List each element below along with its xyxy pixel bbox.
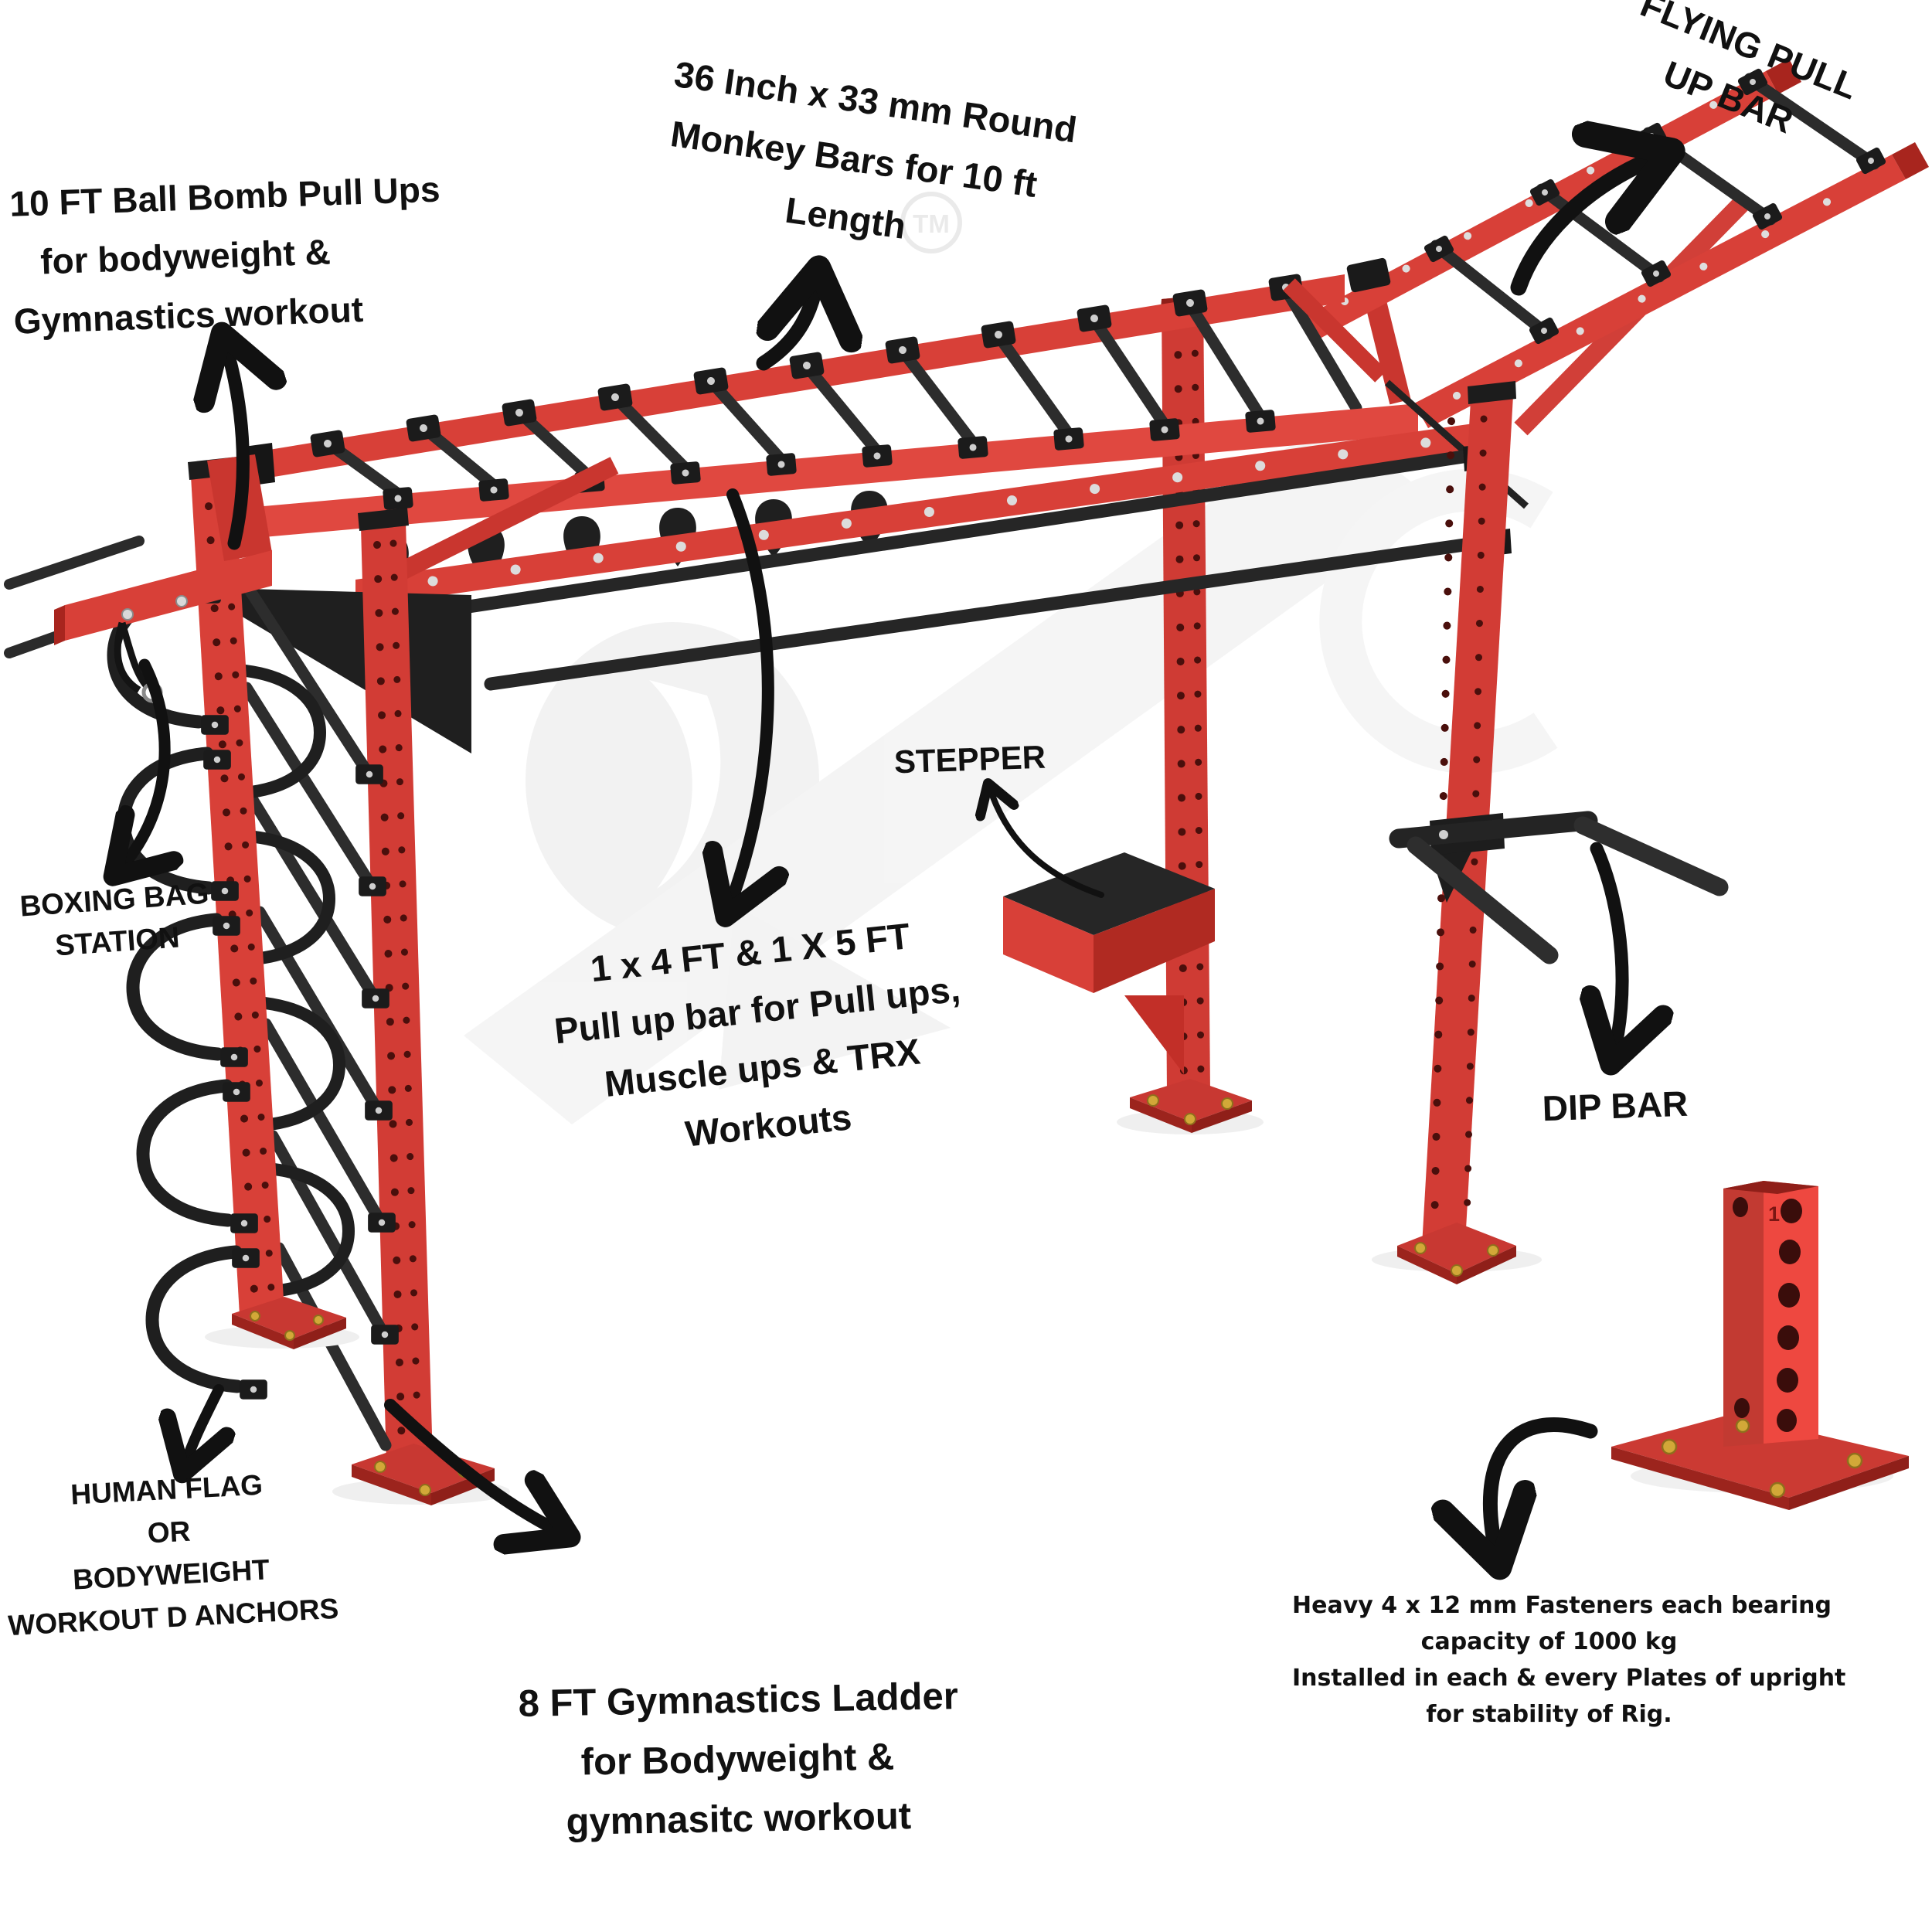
label-line: STEPPER bbox=[893, 738, 1046, 781]
label-line: gymnasitc workout bbox=[566, 1795, 912, 1843]
arrow-fasteners bbox=[1490, 1417, 1598, 1560]
label-line: DIP BAR bbox=[1541, 1083, 1689, 1129]
label-boxing-bag-station: BOXING BAG STATION bbox=[0, 872, 234, 971]
inset-holes bbox=[1733, 1197, 1802, 1432]
dip-bar bbox=[1389, 811, 1729, 964]
base-plate-b bbox=[332, 1444, 510, 1505]
base-plate-a bbox=[205, 1297, 359, 1349]
label-line: capacity of 1000 kg bbox=[1420, 1628, 1678, 1655]
arrow-gym-ladder bbox=[384, 1399, 564, 1534]
label-ball-bomb-pull-ups: 10 FT Ball Bomb Pull Ups for bodyweight … bbox=[9, 162, 441, 351]
label-dip-bar: DIP BAR bbox=[1495, 1075, 1736, 1138]
stepper-platform bbox=[1003, 852, 1215, 1074]
watermark-tm-text: TM bbox=[913, 209, 950, 238]
right-section bbox=[1372, 381, 1729, 1284]
hanging-strap bbox=[114, 621, 141, 693]
arrow-flying-bar bbox=[1510, 155, 1663, 296]
arrow-ball-bomb bbox=[224, 340, 243, 550]
d-anchors-right bbox=[238, 665, 355, 1298]
base-plate-d bbox=[1372, 1223, 1542, 1284]
inset-gold-fasteners bbox=[1661, 1418, 1863, 1498]
dip-handle-right bbox=[1573, 816, 1729, 896]
monkey-bar-ladder bbox=[220, 273, 1490, 607]
front-chord bbox=[355, 421, 1490, 607]
arrow-boxing-bag bbox=[117, 658, 165, 872]
arrow-pull-up-bar bbox=[728, 488, 768, 910]
label-stepper: STEPPER bbox=[853, 730, 1087, 789]
label-human-flag: HUMAN FLAG OR BODYWEIGHT WORKOUT D ANCHO… bbox=[0, 1460, 344, 1648]
stepper-post-base-plate bbox=[1117, 1079, 1264, 1134]
right-diagonal-brace bbox=[1283, 278, 1387, 383]
arrow-monkey-bars bbox=[764, 276, 818, 371]
inset-column-marking: 1 bbox=[1768, 1202, 1780, 1226]
label-line: Installed in each & every Plates of upri… bbox=[1292, 1665, 1846, 1692]
label-line: Heavy 4 x 12 mm Fasteners each bearing bbox=[1292, 1592, 1832, 1619]
label-line: Gymnastics workout bbox=[12, 289, 364, 342]
label-gymnastics-ladder: 8 FT Gymnastics Ladder for Bodyweight & … bbox=[518, 1667, 959, 1853]
left-section bbox=[4, 454, 510, 1505]
annotation-arrows bbox=[117, 155, 1663, 1560]
arrow-human-flag bbox=[184, 1384, 219, 1468]
label-fasteners-note: Heavy 4 x 12 mm Fasteners each bearing c… bbox=[1292, 1587, 1846, 1733]
stepper-gusset bbox=[1124, 995, 1184, 1074]
boxing-bag-arm bbox=[4, 454, 272, 703]
arrow-dip-bar bbox=[1597, 842, 1622, 1057]
left-diagonal-brace bbox=[396, 457, 619, 580]
label-line: for stability of Rig. bbox=[1426, 1701, 1672, 1728]
label-line: for Bodyweight & bbox=[580, 1736, 895, 1784]
arrow-stepper bbox=[989, 787, 1104, 898]
fastener-detail-inset: 1 bbox=[1611, 1181, 1909, 1510]
upright-b bbox=[358, 508, 433, 1464]
label-pull-up-bar: 1 x 4 FT & 1 X 5 FT Pull up bar for Pull… bbox=[546, 902, 973, 1175]
label-line: 8 FT Gymnastics Ladder bbox=[518, 1675, 959, 1725]
dip-handle-left bbox=[1406, 836, 1559, 964]
